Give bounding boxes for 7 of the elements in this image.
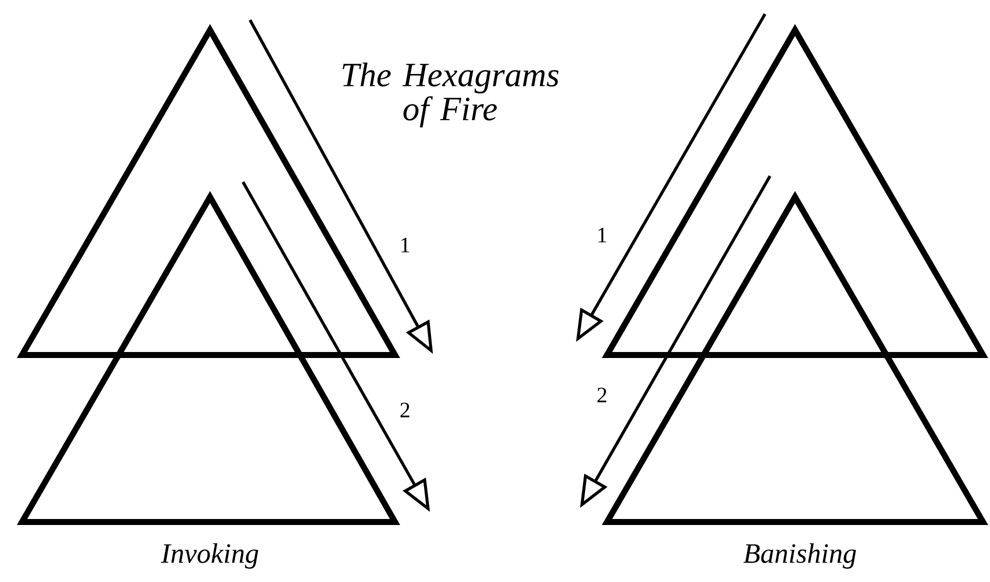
callout-number: 2 xyxy=(597,388,606,402)
callout-number: 2 xyxy=(400,402,410,418)
callout-number: 1 xyxy=(598,228,606,242)
title: The Hexagrams of Fire xyxy=(342,62,558,128)
callout-number: 1 xyxy=(401,238,410,252)
caption: Banishing xyxy=(744,543,856,569)
caption: Invoking xyxy=(160,543,258,569)
